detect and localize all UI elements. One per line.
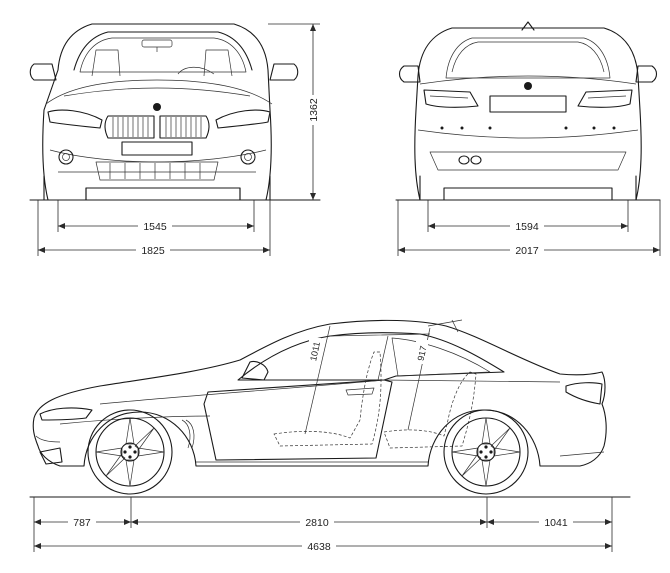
rear-wheel xyxy=(443,409,529,495)
front-height-label: 1362 xyxy=(308,98,320,122)
rear-mirror-width-label: 2017 xyxy=(515,245,539,257)
rear-track-label: 1594 xyxy=(515,221,539,233)
headroom-labels: 1011 917 xyxy=(308,338,429,364)
front-overhang-label: 787 xyxy=(73,517,91,529)
front-width-label: 1825 xyxy=(141,245,165,257)
side-view xyxy=(29,319,631,498)
rear-overhang-label: 1041 xyxy=(544,517,568,529)
front-view xyxy=(29,23,321,201)
side-view-dimensions: 787 2810 1041 4638 xyxy=(33,497,613,553)
front-headroom-label: 1011 xyxy=(308,341,322,362)
wheelbase-label: 2810 xyxy=(305,517,329,529)
front-wheel xyxy=(87,409,173,495)
front-track-label: 1545 xyxy=(143,221,167,233)
rear-view-dimensions: 1594 2017 xyxy=(397,200,661,257)
rear-headroom-label: 917 xyxy=(416,345,429,362)
rear-view xyxy=(395,21,661,201)
overall-length-label: 4638 xyxy=(307,541,331,553)
front-view-dimensions: 1362 1545 1825 xyxy=(37,23,321,257)
